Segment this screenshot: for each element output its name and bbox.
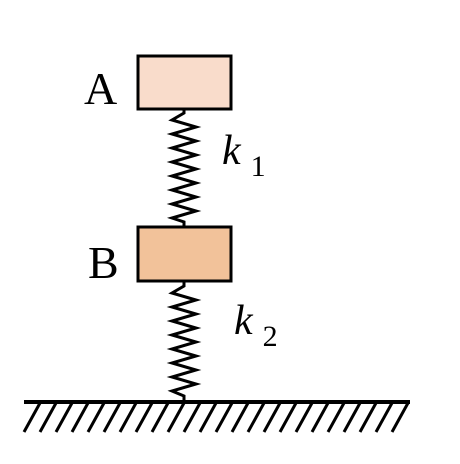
- ground-hatch-mark: [134, 402, 154, 433]
- ground-hatch-mark: [150, 402, 170, 433]
- spring-k1-label: k 1: [222, 128, 266, 183]
- block-a: [136, 54, 233, 111]
- spring-k2-symbol: k: [234, 298, 254, 344]
- ground-hatch-mark: [358, 402, 378, 433]
- ground-hatch-mark: [102, 402, 122, 433]
- ground-hatch-mark: [182, 402, 202, 433]
- ground-hatch-mark: [22, 402, 42, 433]
- ground-hatch-mark: [294, 402, 314, 433]
- ground-hatching: [22, 402, 410, 433]
- spring-k2-subscript: 2: [263, 320, 278, 353]
- ground-hatch-mark: [118, 402, 138, 433]
- ground-hatch-mark: [342, 402, 362, 433]
- ground-hatch-mark: [54, 402, 74, 433]
- ground-hatch-mark: [374, 402, 394, 433]
- ground-hatch-mark: [214, 402, 234, 433]
- ground-hatch-mark: [310, 402, 330, 433]
- ground-hatch-mark: [198, 402, 218, 433]
- ground-hatch-mark: [326, 402, 346, 433]
- ground-hatch-mark: [38, 402, 58, 433]
- ground-hatch-mark: [70, 402, 90, 433]
- ground-hatch-mark: [166, 402, 186, 433]
- spring-k2-label: k 2: [234, 298, 278, 353]
- ground-hatch-mark: [278, 402, 298, 433]
- block-b: [136, 225, 233, 283]
- block-a-label: A: [84, 63, 117, 114]
- spring-k2: [166, 281, 202, 402]
- ground-hatch-mark: [390, 402, 410, 433]
- spring-k1-subscript: 1: [251, 150, 266, 183]
- ground-hatch-mark: [262, 402, 282, 433]
- ground-hatch-mark: [86, 402, 106, 433]
- block-b-label: B: [88, 237, 119, 288]
- spring-k1-symbol: k: [222, 128, 242, 174]
- spring-k1: [166, 109, 202, 227]
- ground-hatch-mark: [230, 402, 250, 433]
- ground-hatch-mark: [246, 402, 266, 433]
